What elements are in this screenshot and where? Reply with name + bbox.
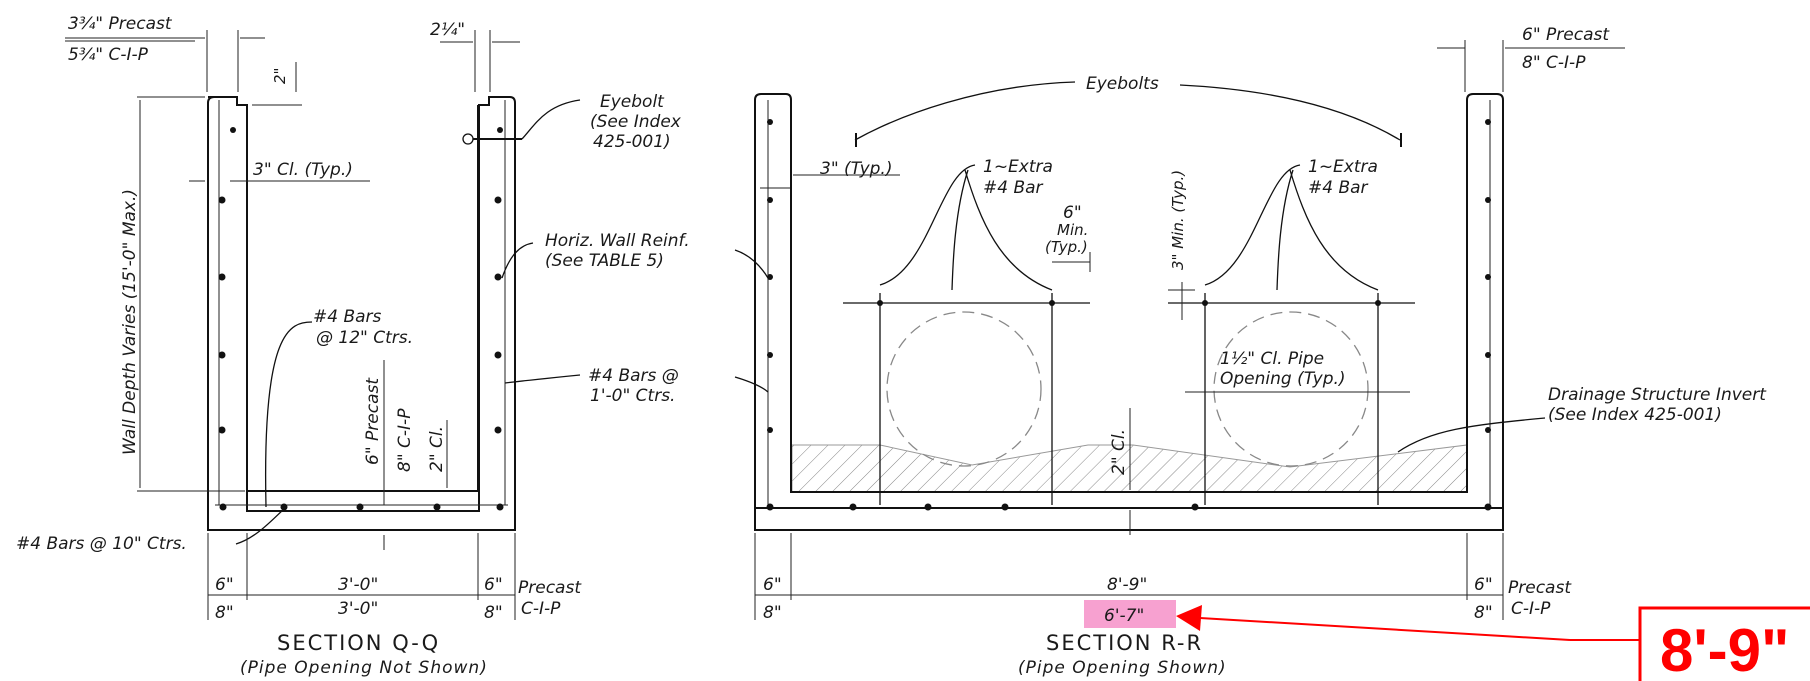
q-slab-cip: 8" C-I-P [395,408,415,472]
r-top-right-precast: 6" Precast [1522,25,1610,45]
r-bot-right-bot: 8" [1474,603,1493,623]
section-q-eyebolt-icon [462,133,474,145]
section-r-rebar-dots [766,119,1492,511]
red-arrow-head-icon [1176,605,1202,631]
r-pipe-clear-2: Opening (Typ.) [1220,369,1346,389]
q-top-left-precast: 3¾" Precast [68,14,173,34]
q-subtitle: (Pipe Opening Not Shown) [240,658,488,678]
q-bot-right-bot: 8" [484,603,503,623]
r-bot-mid-highlight [1084,600,1176,628]
q-eyebolt-label: Eyebolt [600,92,665,112]
q-top-left-cip: 5¾" C-I-P [68,45,149,65]
r-bot-mid-top: 8'-9" [1107,575,1147,595]
q-title: SECTION Q-Q [277,631,440,655]
r-pipe-opening-left [886,311,1042,467]
red-annotation: 8'-9" [1176,605,1810,681]
q-bars-12-2: @ 12" Ctrs. [316,328,413,348]
q-eyebolt-ref1: (See Index [590,112,682,132]
q-clear-typ: 3" Cl. (Typ.) [253,160,353,180]
section-r-outer-wall [754,93,1504,531]
q-bars-1ft-1: #4 Bars @ [588,366,679,386]
q-cip: C-I-P [521,599,561,619]
r-min3: 3" Min. (Typ.) [1169,170,1187,270]
q-bot-left-top: 6" [215,575,234,595]
r-extra-bar-a1: 1~Extra [983,157,1053,177]
red-callout-text: 8'-9" [1660,617,1789,681]
r-invert-1: Drainage Structure Invert [1548,385,1767,405]
r-min6-1: 6" [1063,203,1082,223]
q-eyebolt-ref2: 425-001) [593,132,671,152]
section-q-q: 3¾" Precast 5¾" C-I-P 2¼" 2" Eyebolt (Se… [16,14,690,678]
q-bars-1ft-2: 1'-0" Ctrs. [590,386,675,406]
q-notch-dim: 2" [271,68,289,84]
r-pipe-opening-right [1213,311,1369,467]
r-bot-right-top: 6" [1474,575,1493,595]
r-eyebolts: Eyebolts [1086,74,1159,94]
r-subtitle: (Pipe Opening Shown) [1018,658,1227,678]
r-pipe-clear-1: 1½" Cl. Pipe [1220,349,1324,369]
r-slab-clear: 2" Cl. [1109,429,1129,475]
q-slab-clear: 2" Cl. [427,426,447,472]
q-bars-12-1: #4 Bars [313,307,382,327]
r-top-right-cip: 8" C-I-P [1522,53,1586,73]
r-typ3: 3" (Typ.) [820,159,892,179]
r-bot-mid-bot: 6'-7" [1104,606,1144,626]
q-bot-mid-top: 3'-0" [338,575,378,595]
section-q-rebar-dots [218,127,504,511]
q-bot-right-top: 6" [484,575,503,595]
r-precast: Precast [1508,578,1572,598]
red-callout-box [1638,606,1810,681]
r-invert-2: (See Index 425-001) [1548,405,1722,425]
q-bars-10: #4 Bars @ 10" Ctrs. [16,534,187,554]
q-precast: Precast [518,578,582,598]
q-top-right-dim: 2¼" [430,20,465,40]
q-bot-mid-bot: 3'-0" [338,599,378,619]
r-min6-3: (Typ.) [1045,238,1088,256]
q-bot-left-bot: 8" [215,603,234,623]
r-bot-left-bot: 8" [763,603,782,623]
r-extra-bar-a2: #4 Bar [983,178,1044,198]
red-arrow-line [1199,617,1571,641]
q-wall-depth: Wall Depth Varies (15'-0" Max.) [120,189,140,455]
r-bot-left-top: 6" [763,575,782,595]
q-slab-precast: 6" Precast [363,377,383,465]
section-r-r: 6" Precast 8" C-I-P Eyebolts 3" (Typ.) 1… [734,25,1767,678]
q-horiz-reinf-1: Horiz. Wall Reinf. [545,231,690,251]
r-cip: C-I-P [1511,599,1551,619]
r-extra-bar-b2: #4 Bar [1308,178,1369,198]
r-min6-2: Min. [1057,221,1088,239]
q-horiz-reinf-2: (See TABLE 5) [545,251,664,271]
r-extra-bar-b1: 1~Extra [1308,157,1378,177]
r-title: SECTION R-R [1046,631,1203,655]
